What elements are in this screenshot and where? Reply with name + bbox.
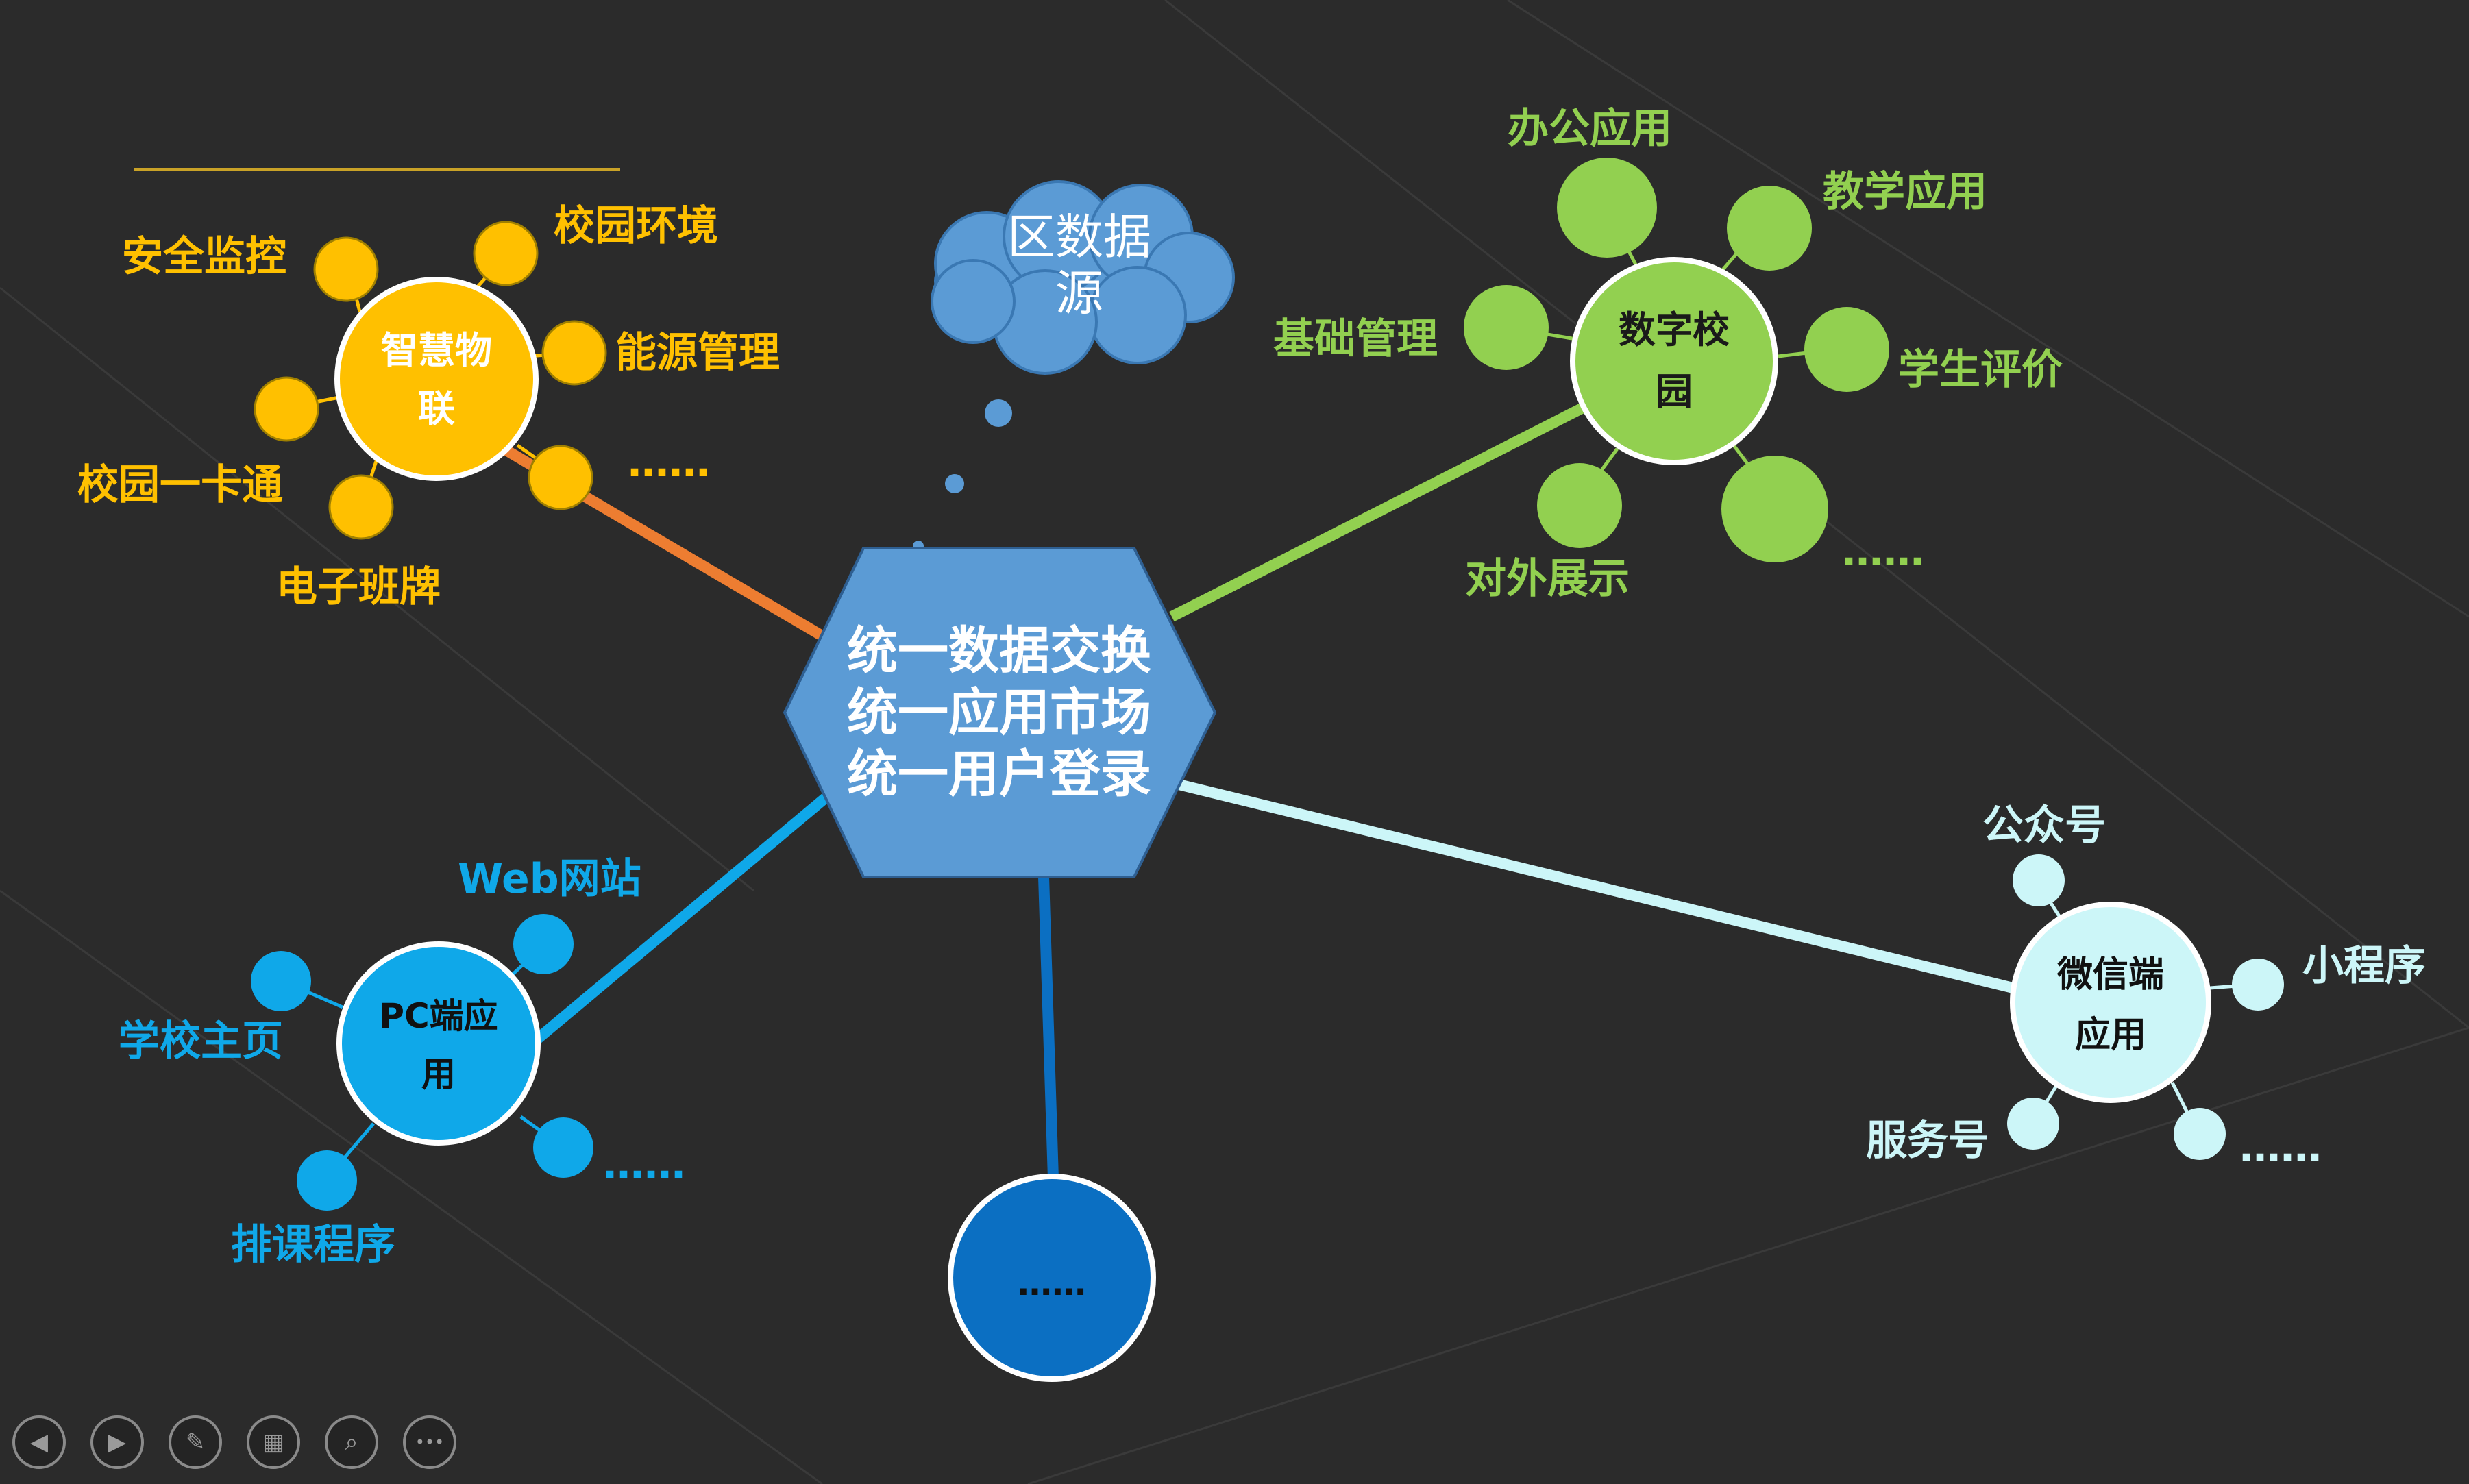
cloud-text-line1: 区数据: [1007, 209, 1151, 265]
center-hub: 统一数据交换 统一应用市场 统一用户登录: [783, 547, 1217, 878]
connectors: [500, 399, 2023, 1179]
campus-label-evaluation: 学生评价: [1898, 346, 2063, 394]
data-source-cloud: [931, 180, 1235, 375]
campus-leaf-showcase: [1537, 463, 1622, 548]
campus-hub-circle: [1570, 257, 1778, 465]
campus-leaf-office: [1557, 158, 1657, 258]
wechat-label-miniprogram: 小程序: [2302, 942, 2426, 990]
cloud-text-line2: 源: [1055, 265, 1103, 321]
wechat-hub-line1: 微信端: [2056, 954, 2164, 995]
iot-leaf-card: [254, 376, 319, 442]
campus-leaf-more: [1721, 456, 1828, 562]
iot-hub-line2: 联: [418, 387, 455, 430]
iot-label-more: ……: [628, 438, 710, 486]
pc-leaf-more: [533, 1117, 593, 1178]
pc-hub-line1: PC端应: [379, 996, 498, 1036]
connector-wechat: [1177, 779, 2023, 995]
pc-leaf-homepage: [251, 951, 311, 1011]
iot-hub-line1: 智慧物: [381, 329, 492, 372]
iot-group: 智慧物 联 安全监控 校园环境 能源管理 …… 校园一卡通 电子班牌: [77, 202, 780, 611]
connector-campus: [1169, 399, 1593, 622]
wechat-hub-line2: 应用: [2075, 1015, 2146, 1056]
prev-icon[interactable]: ◀: [12, 1415, 66, 1469]
pc-label-homepage: 学校主页: [119, 1017, 283, 1065]
thought-bubble: [945, 474, 964, 493]
center-line-3: 统一用户登录: [847, 745, 1151, 804]
more-group: ……: [948, 1174, 1156, 1382]
wechat-label-service: 服务号: [1866, 1117, 1989, 1165]
pc-leaf-scheduling: [297, 1150, 357, 1211]
iot-leaf-more: [528, 445, 593, 510]
iot-leaf-security: [313, 236, 379, 302]
wechat-label-more: ……: [2239, 1124, 2322, 1172]
iot-label-security: 安全监控: [122, 233, 286, 281]
wechat-label-official: 公众号: [1982, 802, 2106, 850]
zoom-icon[interactable]: ⌕: [325, 1415, 378, 1469]
iot-leaf-environment: [473, 221, 539, 286]
campus-leaf-basic: [1464, 285, 1549, 370]
iot-hub-circle: [334, 277, 539, 481]
wechat-group: 微信端 应用 公众号 小程序 服务号 ……: [1866, 802, 2426, 1172]
campus-group: 数字校 园 办公应用 教学应用 基础管理 学生评价 对外展示 ……: [1273, 105, 2063, 603]
campus-leaf-evaluation: [1804, 307, 1889, 392]
pc-leaf-website: [513, 914, 574, 974]
pc-group: PC端应 用 Web网站 学校主页 排课程序 ……: [119, 855, 685, 1269]
iot-label-card: 校园一卡通: [77, 461, 283, 509]
iot-label-environment: 校园环境: [554, 202, 718, 250]
pc-hub-line2: 用: [421, 1054, 456, 1094]
campus-label-office: 办公应用: [1508, 105, 1672, 153]
center-line-1: 统一数据交换: [847, 621, 1151, 680]
pc-hub-circle: [336, 941, 541, 1146]
next-icon[interactable]: ▶: [90, 1415, 144, 1469]
iot-leaf-signage: [328, 474, 394, 540]
wechat-leaf-miniprogram: [2232, 959, 2284, 1011]
campus-label-teaching: 教学应用: [1823, 168, 1987, 216]
campus-hub-line2: 园: [1656, 370, 1693, 413]
more-circle: [948, 1174, 1156, 1382]
campus-label-more: ……: [1842, 528, 1924, 576]
more-label: ……: [1018, 1263, 1086, 1303]
more-options-icon[interactable]: •••: [403, 1415, 456, 1469]
pc-label-website: Web网站: [458, 855, 641, 903]
campus-label-basic: 基础管理: [1273, 315, 1438, 363]
pen-icon[interactable]: ✎: [169, 1415, 222, 1469]
iot-leaf-energy: [541, 320, 607, 386]
pc-label-scheduling: 排课程序: [231, 1221, 395, 1269]
center-hexagon: [783, 547, 1217, 878]
wechat-leaf-more: [2174, 1108, 2226, 1160]
connector-pc: [530, 790, 833, 1046]
presentation-toolbar: ◀ ▶ ✎ ▦ ⌕ •••: [0, 1402, 480, 1484]
campus-leaf-teaching: [1727, 186, 1812, 271]
pc-label-more: ……: [603, 1141, 685, 1189]
connector-more: [1038, 876, 1059, 1179]
wechat-leaf-service: [2007, 1098, 2059, 1150]
campus-hub-line1: 数字校: [1619, 308, 1730, 351]
iot-label-energy: 能源管理: [615, 329, 780, 377]
center-line-2: 统一应用市场: [847, 683, 1151, 742]
iot-label-signage: 电子班牌: [276, 563, 441, 611]
wechat-hub-circle: [2010, 902, 2211, 1103]
cloud-group: 区数据 源: [913, 180, 1235, 552]
campus-label-showcase: 对外展示: [1465, 555, 1630, 603]
thought-bubble: [985, 399, 1012, 427]
slides-icon[interactable]: ▦: [247, 1415, 300, 1469]
wechat-leaf-official: [2013, 854, 2065, 906]
